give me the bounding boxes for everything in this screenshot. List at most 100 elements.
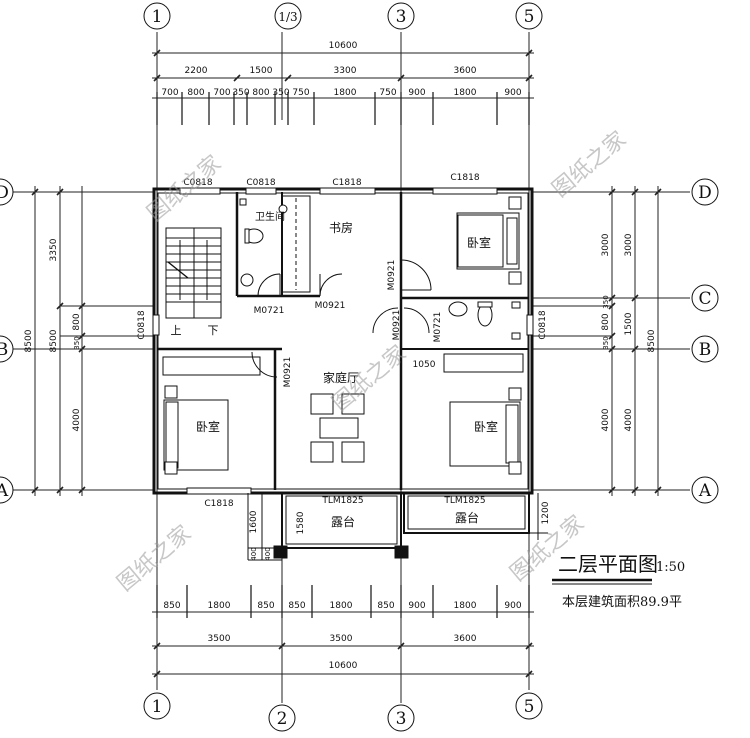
bathroom-fixtures-east xyxy=(448,301,521,340)
dim-right-inner-3: 800 xyxy=(601,313,611,330)
dim-top-detail-1: 700 xyxy=(161,88,178,98)
windows xyxy=(152,187,534,495)
dining-set xyxy=(310,393,365,463)
left-dimension-labels: 8500 3350 8500 800 350 4000 xyxy=(24,238,82,431)
axis-label-left-b: B xyxy=(0,340,8,360)
dim-right-mid-3: 4000 xyxy=(624,408,634,431)
dim-top-detail-3: 700 xyxy=(213,88,230,98)
dim-bottom-detail-6: 850 xyxy=(377,601,394,611)
top-dimensions xyxy=(152,49,534,125)
staircase xyxy=(165,227,222,319)
dim-bottom-detail-3: 850 xyxy=(257,601,274,611)
dim-left-outer: 8500 xyxy=(24,329,34,352)
dim-balcony-1200: 1200 xyxy=(541,501,551,524)
dim-right-mid-1: 3000 xyxy=(624,233,634,256)
side-axis-bubbles: D B A D C B A xyxy=(0,178,719,504)
axis-label-top-1: 1 xyxy=(152,7,163,27)
dim-bottom-detail-9: 900 xyxy=(504,601,521,611)
dim-right-inner-4: 350 xyxy=(602,336,610,349)
dim-top-mid-2: 1500 xyxy=(250,66,273,76)
dim-right-mid-2: 1500 xyxy=(624,312,634,335)
bottom-dimension-labels: 850 1800 850 850 1800 850 900 1800 900 3… xyxy=(163,601,521,671)
watermark-2: 图纸之家 xyxy=(548,127,631,203)
dim-top-detail-5: 800 xyxy=(252,88,269,98)
dim-top-mid-1: 2200 xyxy=(185,66,208,76)
dim-1050: 1050 xyxy=(413,360,436,370)
dim-bottom-detail-5: 1800 xyxy=(330,601,353,611)
bottom-dimensions xyxy=(152,585,534,678)
stair-up-label: 上 xyxy=(171,324,182,337)
dim-balcony-400a: 400 xyxy=(250,547,258,560)
area-note: 本层建筑面积89.9平 xyxy=(562,594,682,610)
room-label-bedroom-w: 卧室 xyxy=(196,419,220,434)
top-dimension-labels: 10600 2200 1500 3300 3600 700 800 700 35… xyxy=(161,41,521,98)
dim-right-inner-5: 4000 xyxy=(601,408,611,431)
dim-top-total: 10600 xyxy=(329,41,358,51)
bottom-axis-bubbles: 1 2 3 5 xyxy=(143,692,543,732)
dim-top-detail-7: 750 xyxy=(292,88,309,98)
dim-top-detail-2: 800 xyxy=(187,88,204,98)
dim-top-mid-4: 3600 xyxy=(454,66,477,76)
dim-left-mid-1: 3350 xyxy=(49,238,59,261)
tag-c1818-study: C1818 xyxy=(332,178,361,188)
room-label-family: 家庭厅 xyxy=(323,370,359,385)
top-axis-bubbles: 1 1/3 3 5 xyxy=(143,2,543,30)
tag-m0921-w: M0921 xyxy=(283,357,293,388)
opening-tags: C0818 C0818 C1818 C1818 C0818 C0818 C181… xyxy=(137,173,548,509)
axis-label-bottom-2: 2 xyxy=(277,709,288,729)
dim-left-detail-2: 350 xyxy=(73,336,81,349)
tag-c1818-bottom: C1818 xyxy=(204,499,233,509)
axis-label-right-c: C xyxy=(698,289,711,309)
dim-bottom-detail-8: 1800 xyxy=(454,601,477,611)
axis-label-bottom-5: 5 xyxy=(524,697,535,717)
dim-bottom-total: 10600 xyxy=(329,661,358,671)
room-label-balcony-e: 露台 xyxy=(455,510,479,525)
axis-label-right-b: B xyxy=(699,340,712,360)
axis-label-top-3: 3 xyxy=(396,7,407,27)
dim-right-outer: 8500 xyxy=(647,329,657,352)
dim-left-mid-2: 8500 xyxy=(49,329,59,352)
axis-label-bottom-1: 1 xyxy=(152,697,163,717)
room-label-bedroom-e: 卧室 xyxy=(474,419,498,434)
tag-m0921-c: M0921 xyxy=(392,310,402,341)
axis-label-left-d: D xyxy=(0,183,9,203)
room-label-bathroom: 卫生间 xyxy=(255,210,285,223)
dim-balcony-1600: 1600 xyxy=(249,510,259,533)
tag-c0818-top: C0818 xyxy=(183,178,212,188)
tag-m0721: M0721 xyxy=(254,306,285,316)
tag-c0818-top2: C0818 xyxy=(246,178,275,188)
dim-top-detail-10: 900 xyxy=(408,88,425,98)
dim-balcony-400b: 400 xyxy=(264,547,272,560)
bathroom-fixtures-west xyxy=(239,195,311,293)
dim-top-detail-8: 1800 xyxy=(334,88,357,98)
left-dimensions xyxy=(31,186,154,496)
axis-label-top-1-3: 1/3 xyxy=(278,10,297,24)
drawing-title: 二层平面图 xyxy=(558,552,658,576)
dim-top-detail-4: 350 xyxy=(232,88,249,98)
bed-e xyxy=(443,353,524,475)
tag-c0818-right: C0818 xyxy=(538,310,548,339)
dim-top-detail-12: 900 xyxy=(504,88,521,98)
balcony-dimension-labels: 1600 1580 400 400 1200 xyxy=(249,501,551,560)
dim-bottom-detail-2: 1800 xyxy=(208,601,231,611)
right-dimensions xyxy=(531,186,662,496)
watermarks: 图纸之家 图纸之家 图纸之家 图纸之家 图纸之家 xyxy=(113,127,631,597)
door-swings xyxy=(251,259,432,378)
tag-tlm-w: TLM1825 xyxy=(321,496,363,506)
tag-m0921-ne: M0921 xyxy=(387,260,397,291)
axis-label-left-a: A xyxy=(0,481,9,501)
dim-bottom-mid-3: 3600 xyxy=(454,634,477,644)
dim-bottom-detail-7: 900 xyxy=(408,601,425,611)
dim-right-inner-2: 350 xyxy=(602,295,610,308)
dim-bottom-detail-4: 850 xyxy=(288,601,305,611)
room-label-balcony-w: 露台 xyxy=(331,514,355,529)
right-dimension-labels: 3000 350 800 350 4000 3000 1500 4000 850… xyxy=(601,233,657,431)
tag-c0818-left: C0818 xyxy=(137,310,147,339)
dim-left-detail-3: 4000 xyxy=(72,408,82,431)
tag-c1818-ne: C1818 xyxy=(450,173,479,183)
dim-right-inner-1: 3000 xyxy=(601,233,611,256)
balconies xyxy=(247,492,548,561)
dim-balcony-1580: 1580 xyxy=(296,511,306,534)
bed-ne xyxy=(456,196,522,285)
